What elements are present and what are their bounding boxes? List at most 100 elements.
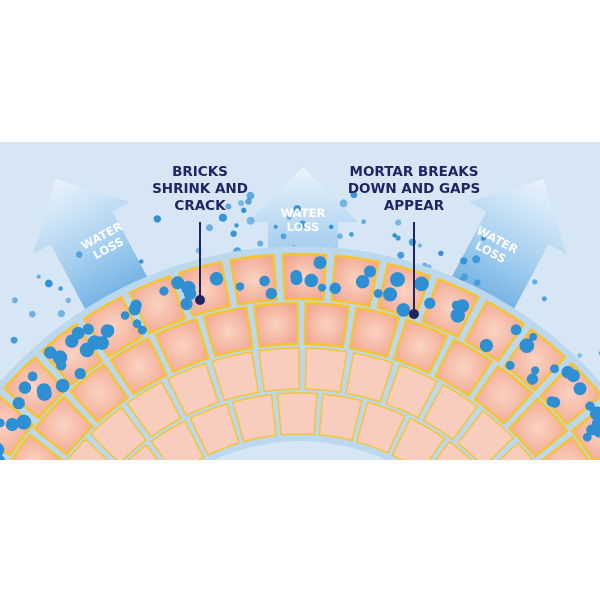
mortar-breaks-label: MORTAR BREAKS DOWN AND GAPS APPEAR bbox=[348, 164, 480, 215]
water-droplet bbox=[395, 219, 402, 226]
water-droplet bbox=[329, 282, 341, 294]
brick bbox=[477, 507, 530, 559]
bricks-pointer-dot bbox=[195, 295, 205, 305]
label-line: SHRINK AND bbox=[152, 181, 248, 197]
water-droplet bbox=[52, 350, 68, 365]
brick bbox=[40, 322, 104, 387]
label-line: BRICKS bbox=[172, 164, 228, 180]
water-droplet bbox=[593, 425, 600, 438]
label-line: DOWN AND GAPS bbox=[347, 181, 481, 197]
brick bbox=[356, 401, 406, 454]
brick bbox=[392, 318, 449, 375]
water-droplet bbox=[532, 279, 538, 285]
brick bbox=[0, 478, 37, 532]
water-droplet bbox=[460, 257, 468, 265]
brick bbox=[564, 480, 600, 534]
brick bbox=[89, 476, 144, 530]
water-droplet bbox=[0, 418, 5, 428]
brick bbox=[421, 278, 480, 339]
water-droplet bbox=[18, 381, 32, 394]
water-droplet bbox=[390, 272, 405, 287]
water-droplet bbox=[171, 276, 185, 290]
water-droplet bbox=[44, 346, 57, 359]
brick bbox=[150, 420, 205, 460]
water-droplet bbox=[461, 273, 468, 281]
water-droplet bbox=[349, 232, 354, 237]
water-droplet bbox=[474, 279, 481, 286]
water-droplet bbox=[438, 250, 444, 256]
brick bbox=[10, 433, 64, 460]
label-line: MORTAR BREAKS bbox=[349, 164, 479, 180]
water-droplet bbox=[396, 303, 411, 317]
brick bbox=[66, 438, 109, 460]
brick bbox=[128, 274, 187, 335]
water-droplet bbox=[273, 224, 278, 229]
brick bbox=[498, 442, 534, 460]
brick bbox=[154, 317, 210, 374]
water-droplet bbox=[180, 297, 193, 311]
brick bbox=[35, 476, 90, 529]
water-droplet bbox=[246, 191, 255, 200]
brick bbox=[454, 472, 509, 526]
water-droplet bbox=[290, 273, 303, 286]
water-droplet bbox=[566, 369, 580, 383]
brick bbox=[189, 403, 240, 456]
water-droplet bbox=[41, 386, 52, 397]
water-droplet bbox=[57, 310, 65, 318]
water-droplet bbox=[408, 238, 417, 246]
water-droplet bbox=[29, 310, 36, 318]
brick bbox=[434, 440, 473, 460]
water-droplet bbox=[234, 223, 239, 228]
water-droplet bbox=[0, 455, 5, 460]
water-droplet bbox=[105, 325, 115, 334]
brick bbox=[463, 300, 525, 363]
brick bbox=[232, 393, 277, 443]
water-droplet bbox=[397, 251, 405, 259]
brick bbox=[202, 306, 254, 358]
brick bbox=[540, 435, 590, 460]
water-droplet bbox=[36, 274, 41, 279]
brick bbox=[167, 362, 220, 417]
brick bbox=[33, 395, 94, 456]
water-droplet bbox=[10, 336, 18, 344]
water-droplet bbox=[313, 256, 327, 270]
water-droplet bbox=[120, 311, 130, 320]
water-droplet bbox=[241, 207, 247, 213]
water-droplet bbox=[225, 203, 232, 210]
water-droplet bbox=[531, 366, 540, 375]
brick bbox=[252, 301, 299, 348]
brick bbox=[126, 381, 182, 438]
water-droplet bbox=[74, 368, 86, 380]
water-droplet bbox=[505, 360, 515, 370]
brick bbox=[508, 397, 569, 458]
water-droplet bbox=[0, 443, 5, 457]
water-droplet bbox=[526, 373, 539, 385]
water-droplet bbox=[286, 215, 292, 220]
water-droplet bbox=[11, 297, 18, 304]
water-droplet bbox=[364, 265, 376, 278]
brick bbox=[16, 517, 68, 567]
water-droplet bbox=[280, 233, 287, 240]
water-droplet bbox=[230, 230, 237, 237]
brick bbox=[348, 306, 401, 359]
water-droplet bbox=[479, 338, 493, 353]
brick bbox=[0, 524, 18, 557]
water-droplet bbox=[577, 353, 583, 358]
water-droplet bbox=[218, 213, 227, 222]
brick bbox=[304, 347, 348, 393]
water-droplet bbox=[65, 334, 79, 348]
brick bbox=[303, 301, 350, 349]
brick bbox=[89, 406, 147, 460]
water-droplet bbox=[159, 286, 169, 296]
water-droplet bbox=[12, 397, 25, 410]
water-droplet bbox=[328, 224, 334, 230]
brick bbox=[58, 553, 103, 584]
brick bbox=[127, 444, 159, 460]
water-droplet bbox=[265, 287, 277, 300]
water-droplet bbox=[82, 323, 94, 335]
water-droplet bbox=[455, 299, 470, 313]
brick bbox=[345, 352, 394, 403]
water-droplet bbox=[139, 259, 144, 264]
